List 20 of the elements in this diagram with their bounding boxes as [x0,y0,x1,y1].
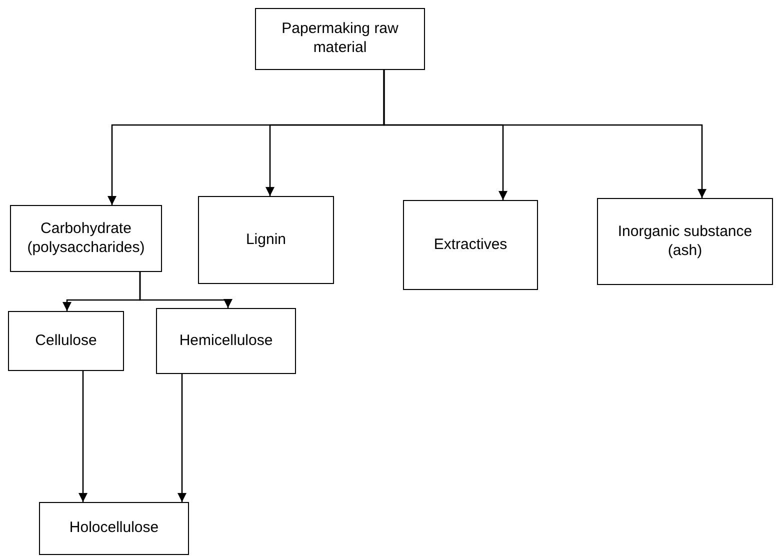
node-label: Hemicellulose [179,332,273,350]
node-label: Cellulose [35,332,97,350]
box [403,200,538,290]
arrow [178,374,186,502]
arrow [139,272,232,308]
box [8,311,124,371]
box [198,196,334,284]
box [156,308,296,374]
box [597,198,773,285]
node-label: Extractives [434,236,508,254]
node-label: Carbohydrate (polysaccharides) [26,220,146,258]
node-label: Holocellulose [69,519,159,538]
box [255,8,425,70]
box [10,205,162,272]
node-label: Papermaking raw material [280,20,400,58]
node-label: Inorganic substance (ash) [616,222,754,260]
box [39,502,189,555]
arrow [383,70,706,198]
arrow [78,371,88,502]
node-label: Lignin [246,230,286,250]
